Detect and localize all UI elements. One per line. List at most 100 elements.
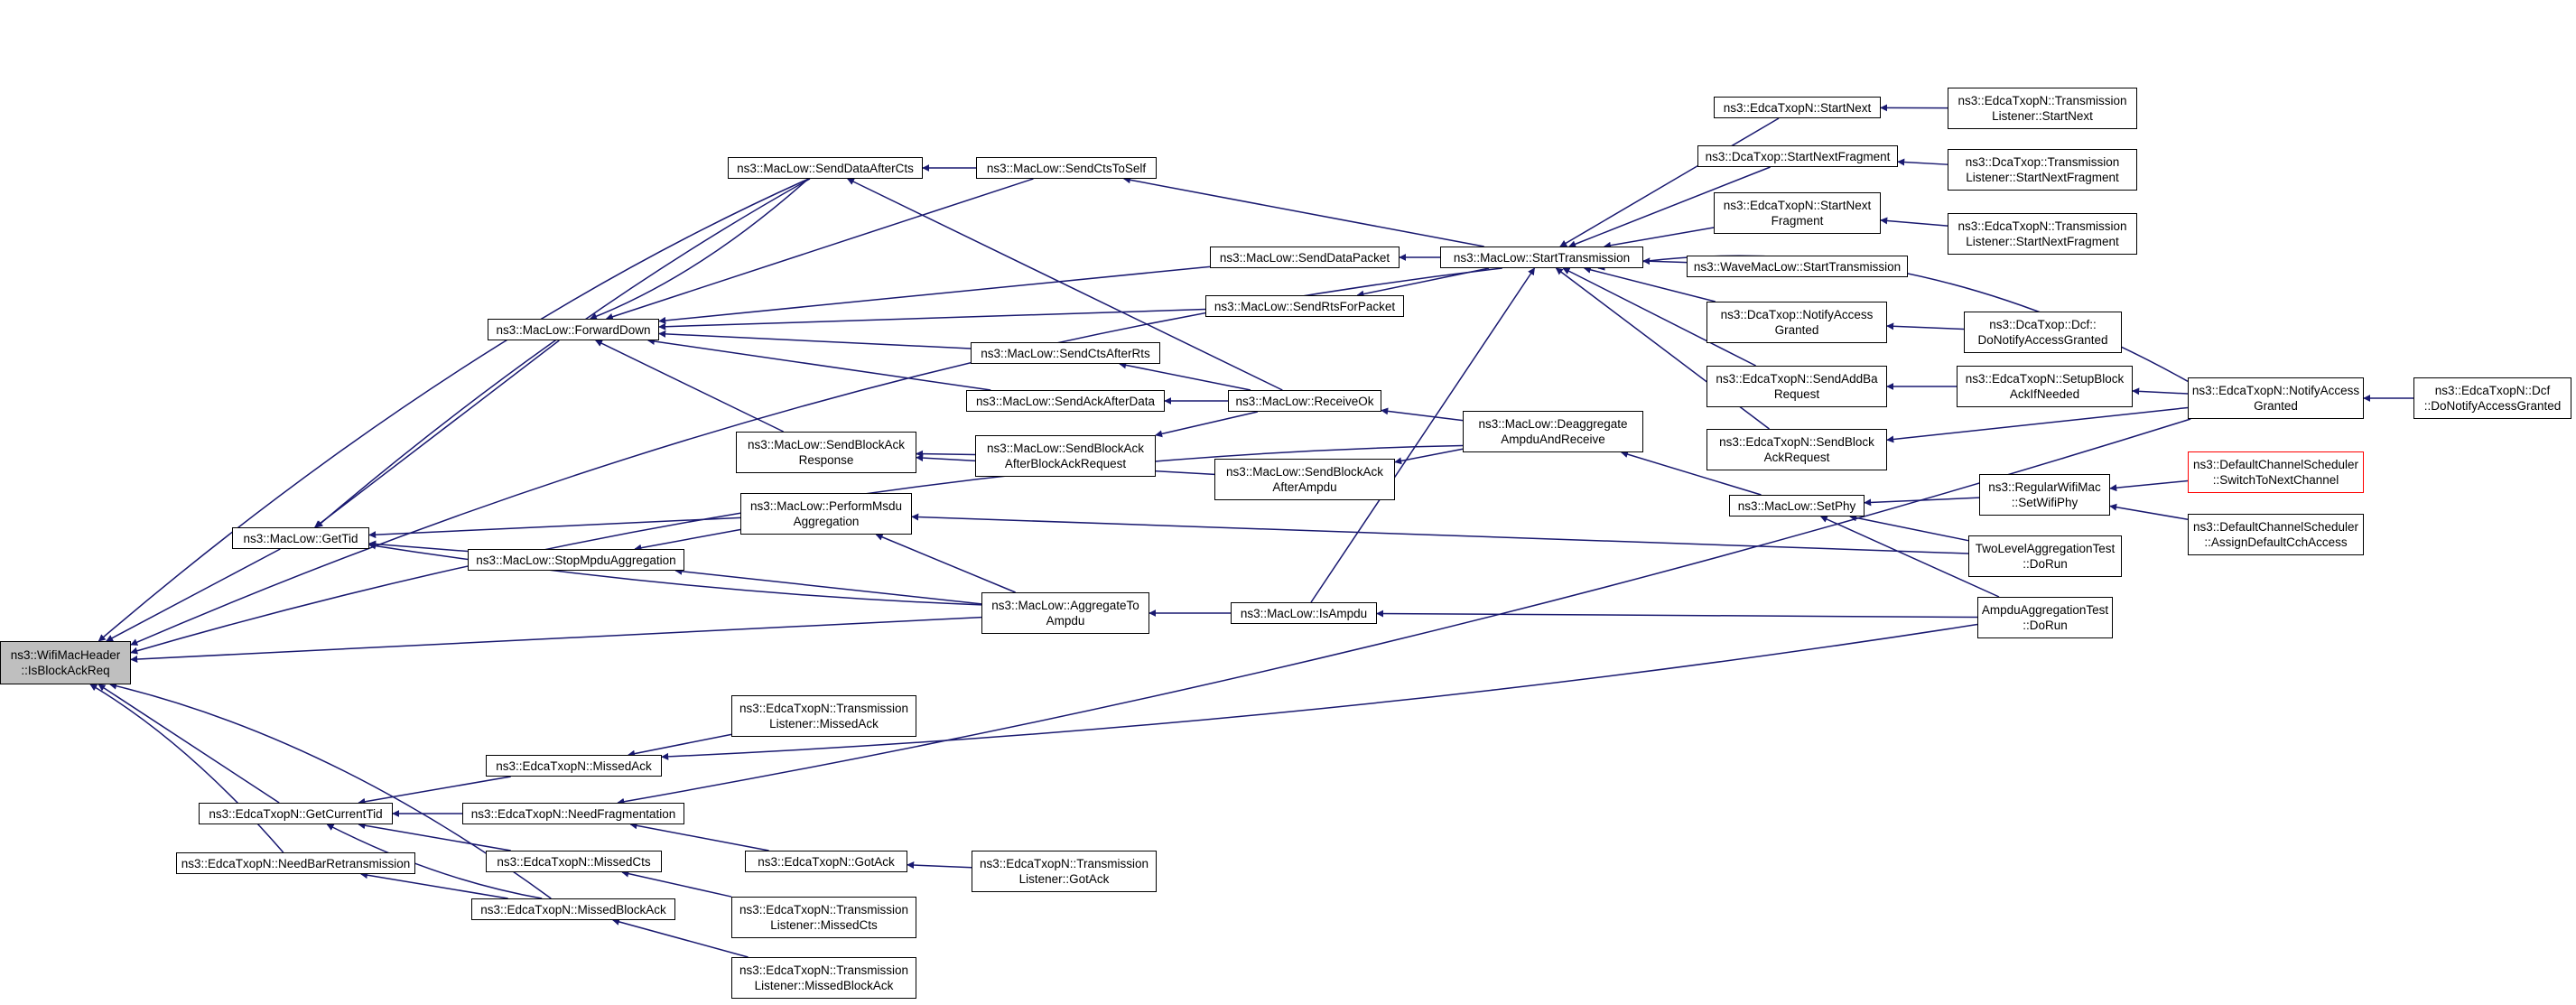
node-maclow-gettid[interactable]: ns3::MacLow::GetTid	[232, 527, 369, 549]
edge-aggregatetoampdu-to-performmsdu	[875, 534, 1016, 593]
node-line: ns3::EdcaTxopN::SetupBlock	[1965, 372, 2125, 386]
edge-dca_dcf_donotify-to-dca_notifyaccess	[1886, 322, 1965, 330]
node-wifimacheader-isblockackreq: ns3::WifiMacHeader::IsBlockAckReq	[0, 641, 131, 684]
edge-receiveok-to-sendblockackafterblockackrequest	[1155, 411, 1259, 438]
node-line: Aggregation	[793, 515, 860, 528]
node-line: ns3::EdcaTxopN::MissedAck	[496, 758, 652, 773]
node-maclow-setphy[interactable]: ns3::MacLow::SetPhy	[1729, 495, 1865, 516]
node-maclow-sendackafterdata[interactable]: ns3::MacLow::SendAckAfterData	[966, 390, 1165, 412]
node-maclow-starttransmission[interactable]: ns3::MacLow::StartTransmission	[1440, 247, 1643, 268]
edge-missedblockack-to-getcurrenttid	[326, 824, 543, 899]
node-defaultchannelscheduler-assigndefaultcchaccess[interactable]: ns3::DefaultChannelScheduler::AssignDefa…	[2188, 514, 2364, 555]
edge-missedblockack-to-needbarretransmission	[360, 871, 508, 899]
node-wavemaclow-starttransmission[interactable]: ns3::WaveMacLow::StartTransmission	[1687, 256, 1908, 277]
node-edcatxopn-missedcts[interactable]: ns3::EdcaTxopN::MissedCts	[486, 851, 662, 872]
node-dcatxop-startnextfragment[interactable]: ns3::DcaTxop::StartNextFragment	[1697, 145, 1898, 167]
node-line: DoNotifyAccessGranted	[1977, 333, 2108, 347]
node-line: ns3::EdcaTxopN::GotAck	[758, 854, 895, 869]
node-line: Listener::GotAck	[1018, 872, 1110, 886]
node-line: ns3::MacLow::StopMpduAggregation	[476, 553, 676, 567]
node-defaultchannelscheduler-switchtonextchannel[interactable]: ns3::DefaultChannelScheduler::SwitchToNe…	[2188, 451, 2364, 493]
edge-gotack-to-needfragmentation	[629, 822, 769, 851]
node-maclow-sendrtsforpacket[interactable]: ns3::MacLow::SendRtsForPacket	[1205, 295, 1404, 317]
node-edcatxopn-needbarretransmission[interactable]: ns3::EdcaTxopN::NeedBarRetransmission	[176, 852, 415, 874]
node-edcatxopn-missedack[interactable]: ns3::EdcaTxopN::MissedAck	[486, 755, 662, 777]
node-line: Granted	[2254, 399, 2298, 413]
node-line: ns3::EdcaTxopN::Dcf	[2434, 384, 2551, 397]
node-maclow-stopmpduaggregation[interactable]: ns3::MacLow::StopMpduAggregation	[468, 549, 684, 571]
node-maclow-senddatapacket[interactable]: ns3::MacLow::SendDataPacket	[1210, 247, 1400, 268]
edge-edca_notifyaccess-to-edca_setupblockack	[2132, 387, 2189, 395]
edge-receiveok-to-sendctsafterrts	[1119, 361, 1251, 391]
node-line: Listener::StartNextFragment	[1966, 235, 2119, 248]
node-line: ns3::EdcaTxopN::MissedBlockAck	[480, 902, 666, 917]
node-line: AmpduAndReceive	[1501, 433, 1605, 446]
node-regularwifimac-setwifiphy[interactable]: ns3::RegularWifiMac::SetWifiPhy	[1979, 474, 2110, 516]
node-line: Listener::StartNextFragment	[1966, 171, 2119, 184]
node-line: Listener::StartNext	[1992, 109, 2093, 123]
node-edcatxopn-dcf-donotifyaccessgranted[interactable]: ns3::EdcaTxopN::Dcf::DoNotifyAccessGrant…	[2413, 377, 2571, 419]
node-line: ns3::DcaTxop::Transmission	[1965, 155, 2120, 169]
node-maclow-sendctstoself[interactable]: ns3::MacLow::SendCtsToSelf	[976, 157, 1157, 179]
node-line: ns3::MacLow::SendDataPacket	[1219, 250, 1390, 265]
edge-tl_gotack-to-gotack	[907, 861, 972, 870]
node-line: ns3::DefaultChannelScheduler	[2192, 520, 2359, 534]
node-edcatxopn-needfragmentation[interactable]: ns3::EdcaTxopN::NeedFragmentation	[462, 803, 684, 824]
node-edcatxopn-startnext[interactable]: ns3::EdcaTxopN::StartNext	[1714, 97, 1881, 118]
node-edcatxopn-getcurrenttid[interactable]: ns3::EdcaTxopN::GetCurrentTid	[199, 803, 393, 824]
node-line: ns3::DcaTxop::StartNextFragment	[1705, 149, 1891, 163]
edge-sendctstoself-to-forwarddown	[605, 178, 1034, 321]
node-maclow-senddataaftercts[interactable]: ns3::MacLow::SendDataAfterCts	[728, 157, 923, 179]
node-line: ns3::RegularWifiMac	[1988, 480, 2101, 494]
node-line: AmpduAggregationTest	[1981, 603, 2109, 617]
edge-senddataaftercts-to-forwarddown	[589, 178, 809, 321]
node-line: ::SetWifiPhy	[2011, 496, 2078, 509]
node-twolevelaggregationtest-dorun[interactable]: TwoLevelAggregationTest::DoRun	[1968, 535, 2122, 577]
node-line: ns3::MacLow::StartTransmission	[1453, 250, 1631, 265]
node-dcatxop-dcf-donotifyaccessgranted[interactable]: ns3::DcaTxop::Dcf::DoNotifyAccessGranted	[1964, 312, 2122, 353]
node-maclow-isampdu[interactable]: ns3::MacLow::IsAmpdu	[1231, 602, 1377, 624]
edge-setphy-to-deaggregate	[1620, 451, 1762, 496]
node-ampduaggregationtest-dorun[interactable]: AmpduAggregationTest::DoRun	[1977, 597, 2113, 638]
node-maclow-sendctsafterrts[interactable]: ns3::MacLow::SendCtsAfterRts	[971, 342, 1160, 364]
edge-ampdu_dorun-to-isampdu	[1376, 610, 1978, 619]
edge-starttransmission-to-sendrtsforpacket	[1356, 267, 1490, 298]
node-line: ns3::MacLow::SendRtsForPacket	[1214, 299, 1396, 313]
edge-tl_edca_startnextfragment-to-edca_startnextfragment	[1880, 217, 1948, 227]
node-line: ns3::DefaultChannelScheduler	[2192, 458, 2359, 471]
node-edcatxopn-gotack[interactable]: ns3::EdcaTxopN::GotAck	[745, 851, 907, 872]
node-line: ns3::EdcaTxopN::SendBlock	[1719, 435, 1874, 449]
node-line: ns3::MacLow::SendBlockAck	[986, 442, 1145, 455]
node-line: AfterAmpdu	[1272, 480, 1337, 494]
edge-ampdu_dorun-to-missedack	[661, 623, 1978, 760]
edge-dca_notifyaccess-to-starttransmission	[1583, 265, 1716, 302]
node-line: ns3::MacLow::SendCtsAfterRts	[981, 346, 1150, 360]
edge-aggregatetoampdu-to-gettid	[368, 542, 982, 606]
edge-edca_notifyaccess-to-edca_sendblockackreq	[1886, 406, 2189, 443]
node-edcatxopn-missedblockack[interactable]: ns3::EdcaTxopN::MissedBlockAck	[471, 898, 675, 920]
node-line: ns3::EdcaTxopN::Transmission	[979, 857, 1149, 870]
node-maclow-receiveok[interactable]: ns3::MacLow::ReceiveOk	[1228, 390, 1381, 412]
node-line: ns3::MacLow::ForwardDown	[496, 322, 651, 337]
node-line: ns3::WaveMacLow::StartTransmission	[1693, 259, 1902, 274]
node-maclow-forwarddown[interactable]: ns3::MacLow::ForwardDown	[488, 319, 659, 340]
